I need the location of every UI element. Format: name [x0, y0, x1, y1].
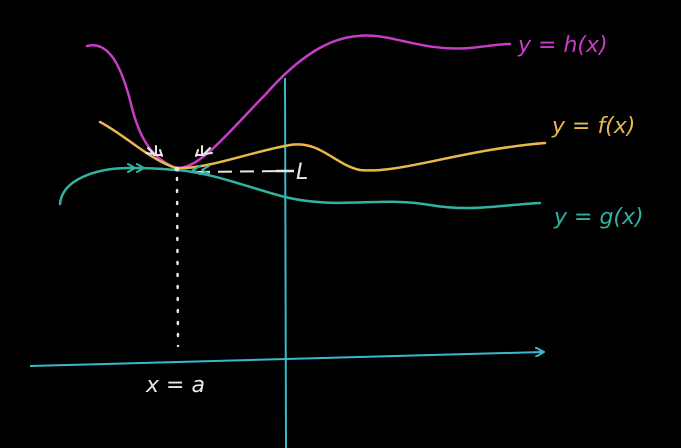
arrow-f-right: [192, 165, 210, 175]
arrow-h-left: [145, 145, 163, 157]
arrow-g-left: [127, 163, 145, 173]
label-g: y = g(x): [553, 205, 644, 230]
label-h: y = h(x): [517, 33, 608, 58]
label-x-equals-a: x = a: [145, 373, 205, 398]
label-f: y = f(x): [551, 114, 635, 139]
curve-f: [98, 120, 547, 172]
meeting-point: [174, 166, 180, 172]
y-axis: [284, 77, 287, 448]
curve-g: [58, 166, 542, 210]
x-equals-a-guide: [175, 176, 180, 348]
limit-guide: [195, 170, 286, 173]
curve-h: [85, 34, 512, 170]
arrow-h-right: [195, 145, 213, 157]
label-limit: L: [296, 160, 308, 185]
